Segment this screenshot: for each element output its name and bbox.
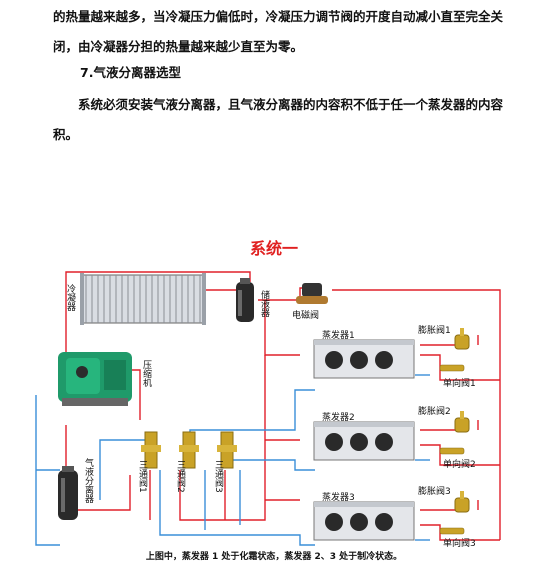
check-valve-2 xyxy=(439,447,465,455)
diagram-title: 系统一 xyxy=(249,239,298,258)
solenoid-label: 电磁阀 xyxy=(292,309,319,321)
check-valve-1-label: 单向阀1 xyxy=(443,377,476,389)
expansion-valve-2-label: 膨胀阀2 xyxy=(418,405,451,417)
three-way-valve-1-label: 三通阀1 xyxy=(137,460,148,493)
three-way-valve-3-label: 三通阀3 xyxy=(213,460,224,493)
check-valve-3-label: 单向阀3 xyxy=(443,537,476,549)
hot-gas-lines xyxy=(65,271,501,541)
check-valve-2-label: 单向阀2 xyxy=(443,458,476,470)
paragraph-condenser-pressure: 的热量越来越多，当冷凝压力偏低时，冷凝压力调节阀的开度自动减小直至完全关闭，由冷… xyxy=(53,9,504,54)
compressor-unit xyxy=(58,352,132,406)
three-way-valve-2 xyxy=(179,431,199,469)
check-valve-3 xyxy=(439,527,465,535)
three-way-valve-3 xyxy=(217,431,237,469)
condenser-unit xyxy=(80,273,206,325)
expansion-valve-1-label: 膨胀阀1 xyxy=(418,324,451,336)
expansion-valve-3-label: 膨胀阀3 xyxy=(418,485,451,497)
condenser-label: 冷凝器 xyxy=(65,283,76,311)
expansion-valve-1 xyxy=(454,328,470,350)
diagram-caption: 上图中，蒸发器 1 处于化霜状态，蒸发器 2、3 处于制冷状态。 xyxy=(145,552,403,562)
evaporator-3-label: 蒸发器3 xyxy=(322,491,355,503)
section-heading-separator-selection: 7.气液分离器选型 xyxy=(80,65,181,80)
receiver-label: 储液器 xyxy=(259,289,270,317)
evaporator-1-label: 蒸发器1 xyxy=(322,329,355,341)
evaporator-3 xyxy=(313,501,415,541)
evaporator-2-label: 蒸发器2 xyxy=(322,411,355,423)
check-valve-1 xyxy=(439,364,465,372)
suction-lines xyxy=(35,374,430,546)
evaporator-1 xyxy=(313,339,415,379)
three-way-valve-2-label: 三通阀2 xyxy=(175,460,186,493)
compressor-label: 压缩机 xyxy=(141,360,152,388)
separator-label: 气液分离器 xyxy=(83,457,94,503)
gas-liquid-separator xyxy=(58,466,78,520)
expansion-valve-2 xyxy=(454,411,470,433)
expansion-valve-3 xyxy=(454,491,470,513)
solenoid-valve xyxy=(296,283,328,304)
three-way-valve-1 xyxy=(141,431,161,469)
evaporator-2 xyxy=(313,421,415,461)
paragraph-separator-requirement: 系统必须安装气液分离器，且气液分离器的内容积不低于任一个蒸发器的内容积。 xyxy=(53,97,504,142)
receiver-tank xyxy=(236,278,254,322)
